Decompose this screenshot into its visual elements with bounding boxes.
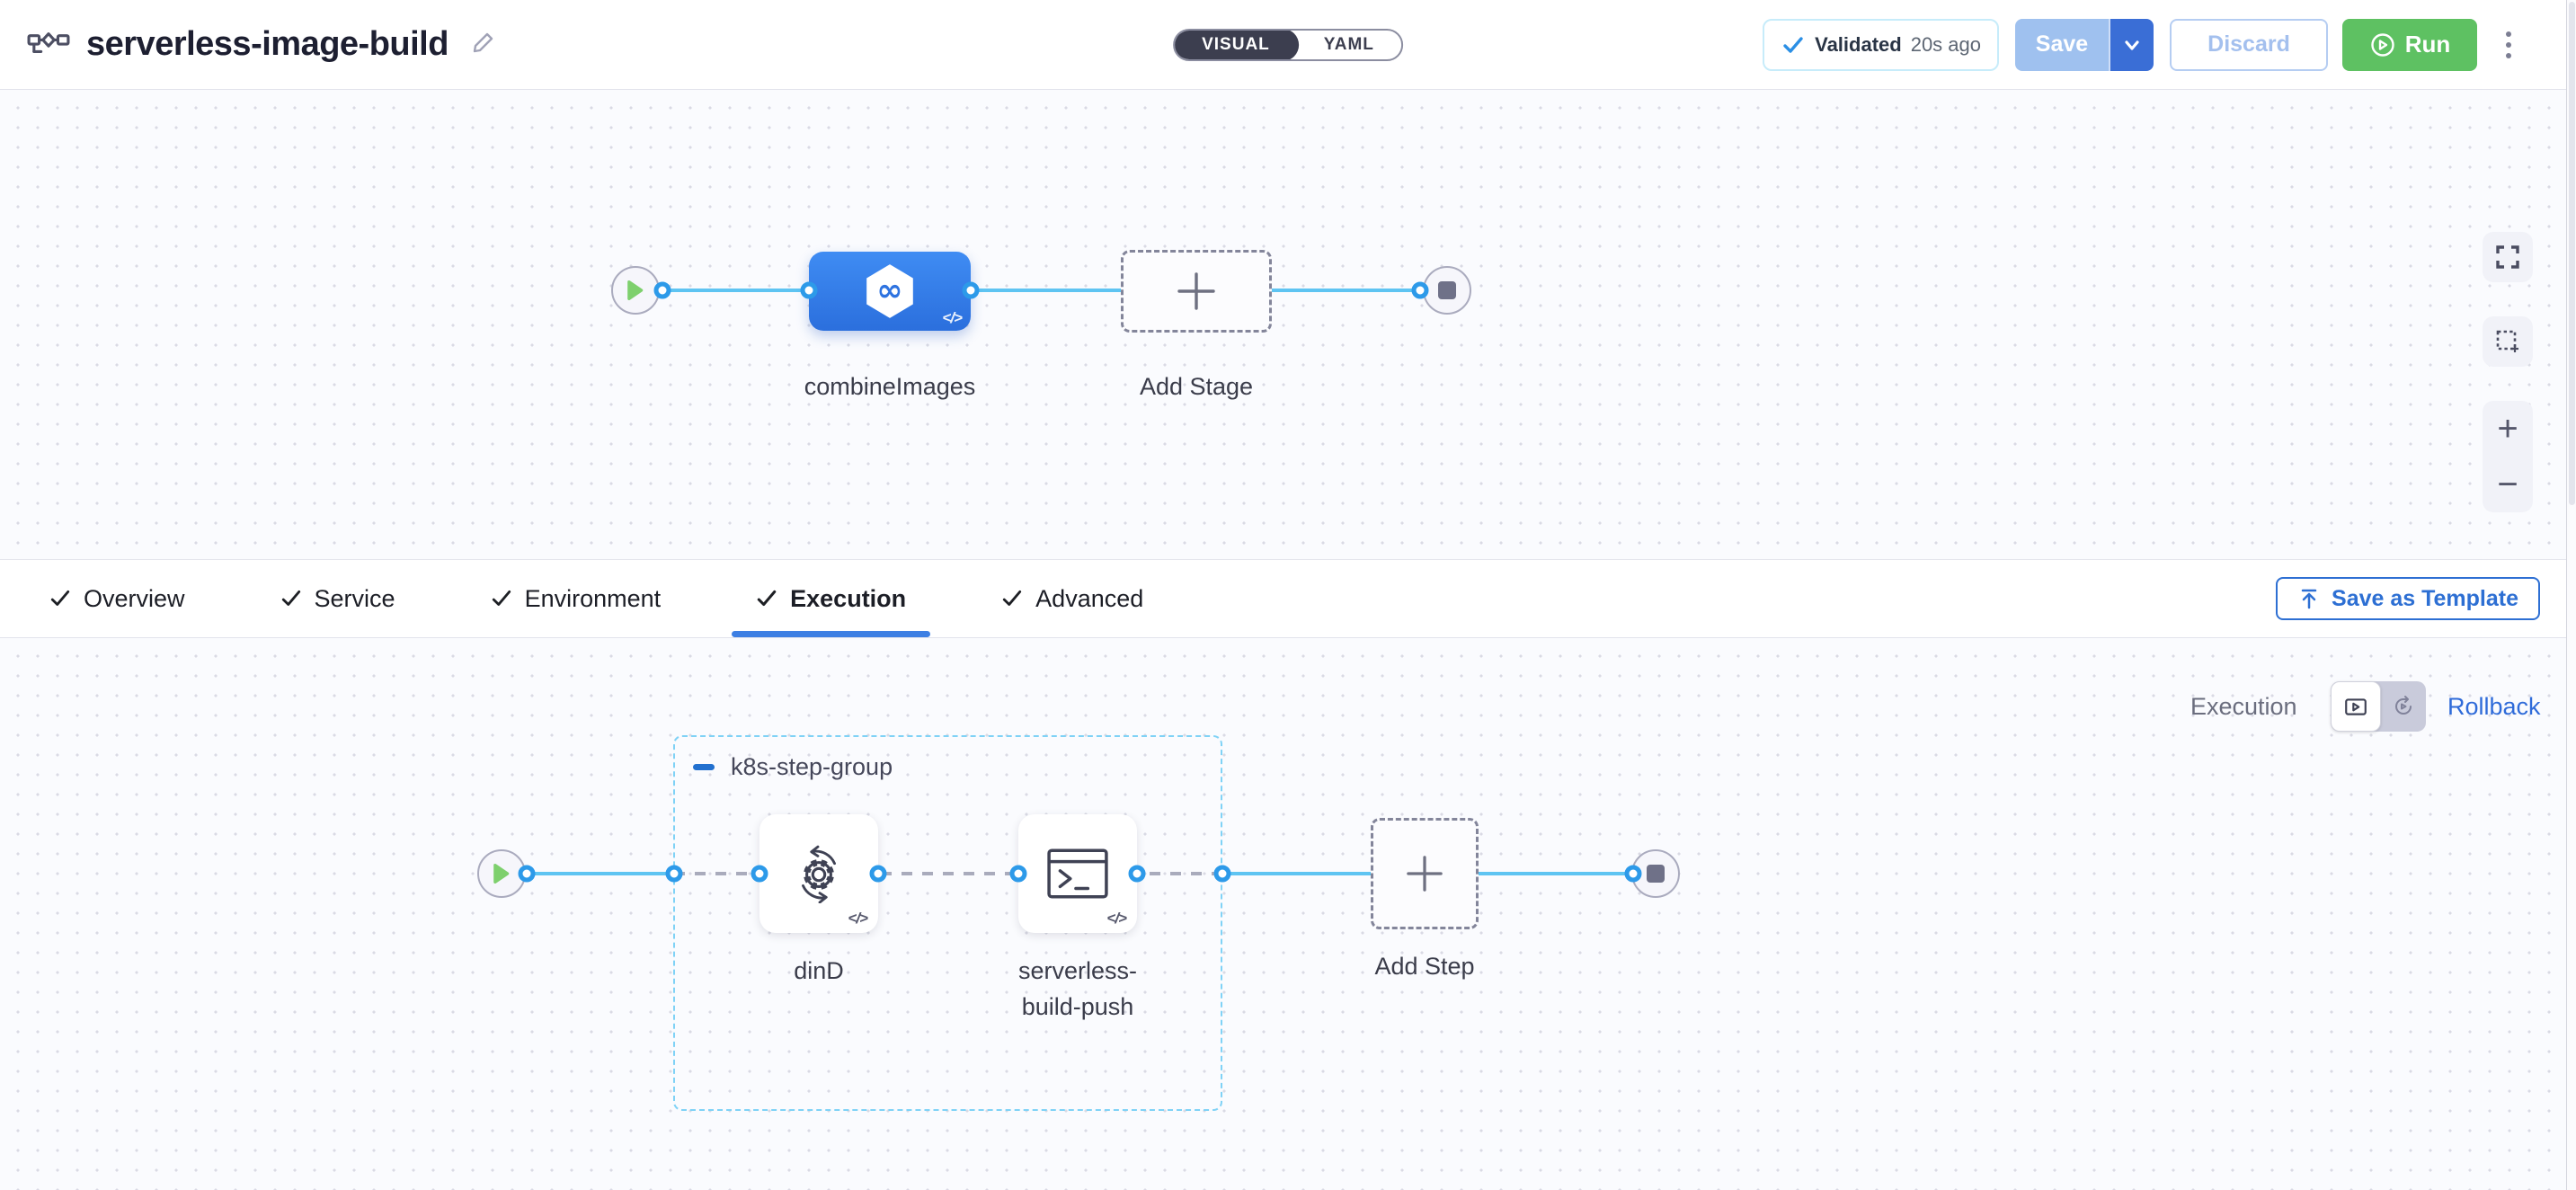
check-icon — [492, 590, 511, 606]
add-stage-button[interactable] — [1121, 250, 1272, 333]
save-as-template-button[interactable]: Save as Template — [2276, 577, 2540, 620]
connector-point — [1009, 865, 1027, 883]
connector-point — [518, 865, 536, 883]
connector-point — [1213, 865, 1231, 883]
chevron-down-icon — [2125, 40, 2139, 50]
stage-start-node — [611, 266, 660, 315]
code-tag-icon: </> — [1106, 910, 1127, 927]
connector-point — [1128, 865, 1146, 883]
connector-point — [800, 281, 818, 299]
step-group-dashed-line — [674, 872, 1222, 875]
plus-icon — [1407, 856, 1443, 892]
connector-point — [869, 865, 887, 883]
save-button[interactable]: Save — [2015, 18, 2109, 71]
tab-environment[interactable]: Environment — [466, 560, 686, 637]
execution-view-segment[interactable] — [2331, 681, 2381, 732]
code-tag-icon: </> — [848, 910, 868, 927]
rollback-view-segment[interactable] — [2381, 681, 2426, 732]
check-icon — [50, 590, 70, 606]
validated-label: Validated — [1815, 32, 1902, 56]
step-group-name: k8s-step-group — [731, 753, 893, 780]
zoom-in-button[interactable]: + — [2497, 409, 2518, 448]
code-tag-icon: </> — [942, 309, 963, 326]
check-icon — [1783, 36, 1803, 53]
stage-connector-line — [662, 289, 1420, 292]
connector-point — [665, 865, 683, 883]
header: serverless-image-build VISUAL YAML Valid… — [0, 0, 2576, 90]
validated-time: 20s ago — [1910, 32, 1981, 56]
rollback-link[interactable]: Rollback — [2447, 693, 2541, 720]
more-options-kebab-icon[interactable] — [2500, 26, 2517, 64]
collapse-group-button[interactable] — [693, 764, 715, 770]
edit-pencil-icon[interactable] — [470, 29, 497, 60]
connector-point — [653, 281, 671, 299]
execution-canvas: Execution Rollback k8s-step-group — [0, 638, 2576, 1190]
connector-point — [1624, 865, 1642, 883]
connector-point — [962, 281, 980, 299]
add-step-button[interactable] — [1371, 818, 1479, 929]
execution-rollback-toggle[interactable] — [2331, 681, 2426, 732]
stop-square-icon — [1438, 281, 1456, 299]
ci-stage-icon: ∞ — [866, 264, 913, 318]
rollback-view-icon — [2395, 696, 2412, 715]
fullscreen-icon — [2496, 245, 2519, 269]
start-play-icon — [493, 864, 510, 884]
execution-view-icon — [2345, 698, 2367, 715]
toggle-visual[interactable]: VISUAL — [1175, 30, 1299, 59]
check-icon — [281, 590, 300, 606]
step-connector-line — [503, 872, 674, 875]
svg-text:∞: ∞ — [876, 271, 902, 308]
pipeline-title: serverless-image-build — [86, 25, 449, 63]
connector-point — [751, 865, 768, 883]
visual-yaml-toggle[interactable]: VISUAL YAML — [1173, 28, 1403, 61]
stage-end-node — [1423, 266, 1471, 315]
validated-badge: Validated 20s ago — [1763, 18, 1999, 71]
run-button[interactable]: Run — [2342, 18, 2477, 71]
stage-node-combineimages[interactable]: ∞ </> — [809, 252, 971, 331]
tab-service[interactable]: Service — [256, 560, 420, 637]
check-icon — [757, 590, 777, 607]
stage-tabbar: Overview Service Environment Execution A… — [0, 559, 2576, 638]
pipeline-icon — [27, 26, 70, 63]
check-icon — [1003, 590, 1022, 606]
start-play-icon — [627, 280, 644, 300]
tab-overview[interactable]: Overview — [25, 560, 209, 637]
step-label-serverless-build-push: serverless-build-push — [1017, 957, 1138, 1020]
add-stage-label: Add Stage — [1139, 373, 1254, 400]
dind-gear-icon — [802, 845, 836, 903]
tab-execution[interactable]: Execution — [732, 560, 931, 637]
execution-end-node — [1631, 849, 1680, 898]
scrollbar-thumb[interactable] — [2569, 2, 2575, 505]
plus-icon — [1177, 272, 1215, 310]
add-step-label: Add Step — [1374, 953, 1475, 980]
step-serverless-build-push[interactable]: </> — [1018, 814, 1137, 933]
tab-advanced[interactable]: Advanced — [977, 560, 1168, 637]
stage-label: combineImages — [804, 373, 976, 400]
step-group-box — [673, 735, 1222, 1111]
stage-canvas: ∞ </> combineImages Add Stage + − — [0, 90, 2576, 559]
stop-square-icon — [1647, 865, 1665, 883]
fit-to-screen-button[interactable] — [2483, 232, 2533, 282]
marquee-selection-icon — [2496, 330, 2518, 352]
upload-icon — [2301, 589, 2317, 609]
connector-point — [1411, 281, 1429, 299]
zoom-out-button[interactable]: − — [2497, 465, 2518, 504]
execution-mode-label: Execution — [2190, 693, 2297, 720]
save-options-caret[interactable] — [2109, 18, 2154, 71]
toggle-yaml[interactable]: YAML — [1323, 34, 1374, 54]
run-play-icon — [2371, 32, 2394, 57]
vertical-scrollbar[interactable] — [2566, 0, 2576, 1190]
zoom-controls: + − — [2483, 401, 2533, 512]
step-dind[interactable]: </> — [759, 814, 878, 933]
terminal-icon — [1047, 848, 1108, 899]
step-label-dind: dinD — [794, 957, 844, 984]
discard-button[interactable]: Discard — [2170, 18, 2328, 71]
marquee-select-button[interactable] — [2483, 316, 2533, 367]
